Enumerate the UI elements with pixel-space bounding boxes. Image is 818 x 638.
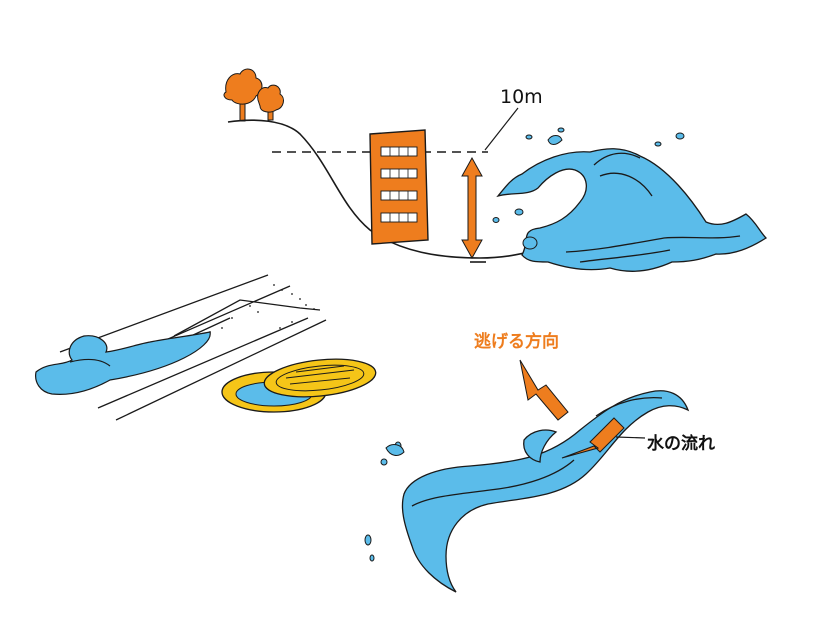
escape-direction-arrow: [519, 359, 569, 421]
building-icon: [369, 129, 429, 245]
splash-droplets: [492, 127, 685, 250]
manhole-icon: [221, 358, 377, 413]
water-flow-arrow: [561, 417, 625, 459]
hill-outline: [227, 119, 539, 259]
water-flow-label: 水の流れ: [647, 434, 715, 454]
wave-height-label: 10m: [500, 86, 543, 108]
flow-scene: [364, 359, 690, 593]
road-scene: [35, 274, 377, 421]
tsunami-wave: [496, 148, 768, 272]
water-current: [401, 390, 690, 593]
hill-scene: [223, 68, 768, 272]
height-arrow: [461, 156, 483, 260]
escape-direction-label: 逃げる方向: [474, 332, 559, 352]
tree-icon: [223, 68, 284, 122]
road-flood-water: [35, 331, 211, 395]
